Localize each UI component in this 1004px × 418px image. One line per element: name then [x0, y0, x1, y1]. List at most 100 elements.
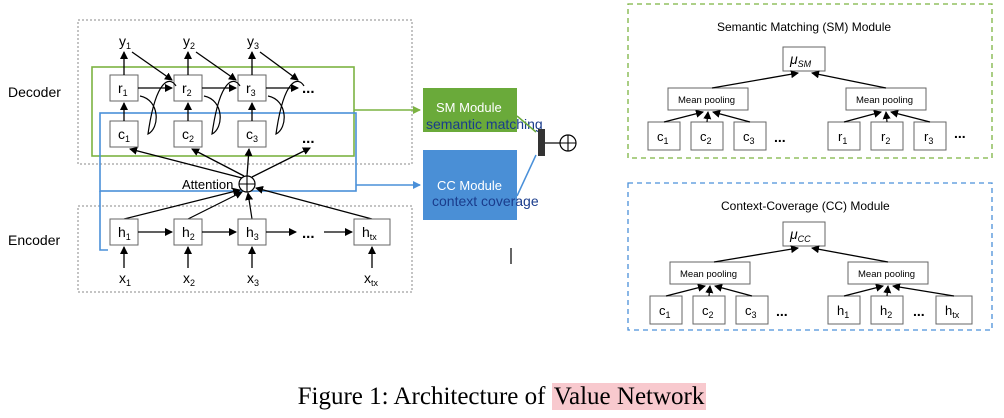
cc-panel-frame: [627, 182, 993, 331]
decoder-label: Decoder: [8, 84, 61, 100]
h-node-3: h3: [237, 218, 267, 246]
encoder-label: Encoder: [8, 232, 60, 248]
x-input-2: x2: [183, 270, 195, 288]
svg-text:r1: r1: [118, 80, 128, 98]
curve-r1-c2: [139, 80, 177, 136]
svg-text:CC Module: CC Module: [437, 178, 502, 193]
svg-text:h1: h1: [118, 224, 131, 242]
svg-text:c2: c2: [700, 129, 712, 146]
svg-text:c1: c1: [118, 126, 130, 144]
svg-text:y2: y2: [183, 33, 195, 51]
svg-text:r1: r1: [838, 129, 847, 146]
cc-h2-to-pool: [883, 285, 892, 297]
sm-mu-node: μSM: [782, 46, 826, 72]
svg-text:h1: h1: [837, 303, 849, 320]
arrow-att-c2: [191, 148, 245, 177]
x-input-1: x1: [119, 270, 131, 288]
arrow-att-next: [251, 147, 311, 178]
sm-r3-to-pool: [890, 109, 931, 123]
svg-text:c3: c3: [246, 126, 258, 144]
cc-module-subtitle: context coverage: [432, 193, 539, 209]
y-output-1: y1: [119, 33, 131, 51]
cc-left-ellipsis: ...: [776, 303, 788, 319]
sm-item-r3: r3: [913, 121, 947, 151]
h-row-ellipsis: ...: [302, 225, 315, 242]
output-sum-node: [559, 134, 577, 152]
blue-frame-connector: [99, 191, 108, 251]
sm-module-subtitle: semantic matching: [426, 116, 543, 132]
cc-item-htx: htx: [935, 295, 973, 325]
svg-text:h2: h2: [880, 303, 892, 320]
svg-text:c2: c2: [182, 126, 194, 144]
r-node-1: r1: [109, 74, 139, 102]
sm-c2-to-pool: [703, 111, 712, 123]
x-input-3: x3: [247, 270, 259, 288]
h-node-tx: htx: [353, 218, 391, 246]
sm-c1-to-pool: [663, 109, 704, 123]
cc-item-c2: c2: [692, 295, 726, 325]
svg-text:c2: c2: [702, 303, 714, 320]
h-node-2: h2: [173, 218, 203, 246]
svg-text:r2: r2: [182, 80, 192, 98]
cc-c1-to-pool: [665, 283, 706, 297]
encoder-region: [77, 205, 413, 293]
y-output-3: y3: [247, 33, 259, 51]
attention-label: Attention: [182, 177, 233, 192]
curve-r3-next: [267, 80, 305, 136]
sm-item-c2: c2: [690, 121, 724, 151]
c-node-2: c2: [173, 120, 203, 148]
green-frame: [91, 66, 355, 157]
caption-highlight: Value Network: [551, 383, 707, 410]
cc-item-h2: h2: [870, 295, 904, 325]
cc-mu-node: μCC: [782, 221, 826, 247]
decoder-region: [77, 19, 413, 165]
svg-text:r3: r3: [246, 80, 256, 98]
c-node-3: c3: [237, 120, 267, 148]
sm-left-ellipsis: ...: [774, 129, 786, 145]
y-output-2: y2: [183, 33, 195, 51]
svg-text:μCC: μCC: [789, 226, 811, 244]
sm-item-r1: r1: [827, 121, 861, 151]
cc-c3-to-pool: [714, 283, 753, 297]
cc-pool-right-to-mu: [811, 245, 889, 263]
blue-frame: [99, 112, 357, 192]
c-row-ellipsis: ...: [302, 130, 315, 147]
c-node-1: c1: [109, 120, 139, 148]
cc-h1-to-pool: [843, 283, 884, 297]
svg-text:r2: r2: [881, 129, 890, 146]
cc-module-box: CC Module: [423, 150, 517, 220]
svg-text:htx: htx: [945, 303, 960, 320]
sm-r2-to-pool: [882, 111, 891, 123]
svg-text:SM Module: SM Module: [436, 100, 502, 115]
cc-panel-title: Context-Coverage (CC) Module: [721, 199, 890, 213]
svg-text:y1: y1: [119, 33, 131, 51]
sm-pool-left-to-mu: [711, 70, 799, 89]
arrow-att-c3: [244, 148, 253, 177]
svg-text:htx: htx: [362, 224, 377, 242]
h-node-1: h1: [109, 218, 139, 246]
sm-c3-to-pool: [712, 109, 751, 123]
sm-r1-to-pool: [843, 109, 882, 123]
r-row-ellipsis: ...: [302, 80, 315, 97]
sm-item-r2: r2: [870, 121, 904, 151]
cc-pool-right: Mean pooling: [847, 261, 929, 285]
sm-panel-title: Semantic Matching (SM) Module: [717, 20, 891, 34]
arrow-htx-att: [255, 185, 373, 220]
arrow-h1-att: [123, 187, 241, 220]
svg-text:Mean pooling: Mean pooling: [856, 95, 913, 106]
curve-r2-c3: [203, 80, 241, 136]
svg-text:c1: c1: [659, 303, 671, 320]
caption-prefix: Figure 1: Architecture of: [297, 383, 552, 410]
r-node-3: r3: [237, 74, 267, 102]
figure-caption: Figure 1: Architecture of Value Network: [0, 383, 1004, 411]
cc-item-c3: c3: [735, 295, 769, 325]
svg-text:r3: r3: [924, 129, 933, 146]
cc-pool-left-to-mu: [713, 245, 799, 263]
svg-text:μSM: μSM: [789, 51, 812, 69]
sm-module-box: SM Module: [423, 88, 517, 132]
cc-right-ellipsis: ...: [913, 303, 925, 319]
cc-item-h1: h1: [827, 295, 861, 325]
r-node-2: r2: [173, 74, 203, 102]
x-input-tx: xtx: [364, 270, 379, 288]
